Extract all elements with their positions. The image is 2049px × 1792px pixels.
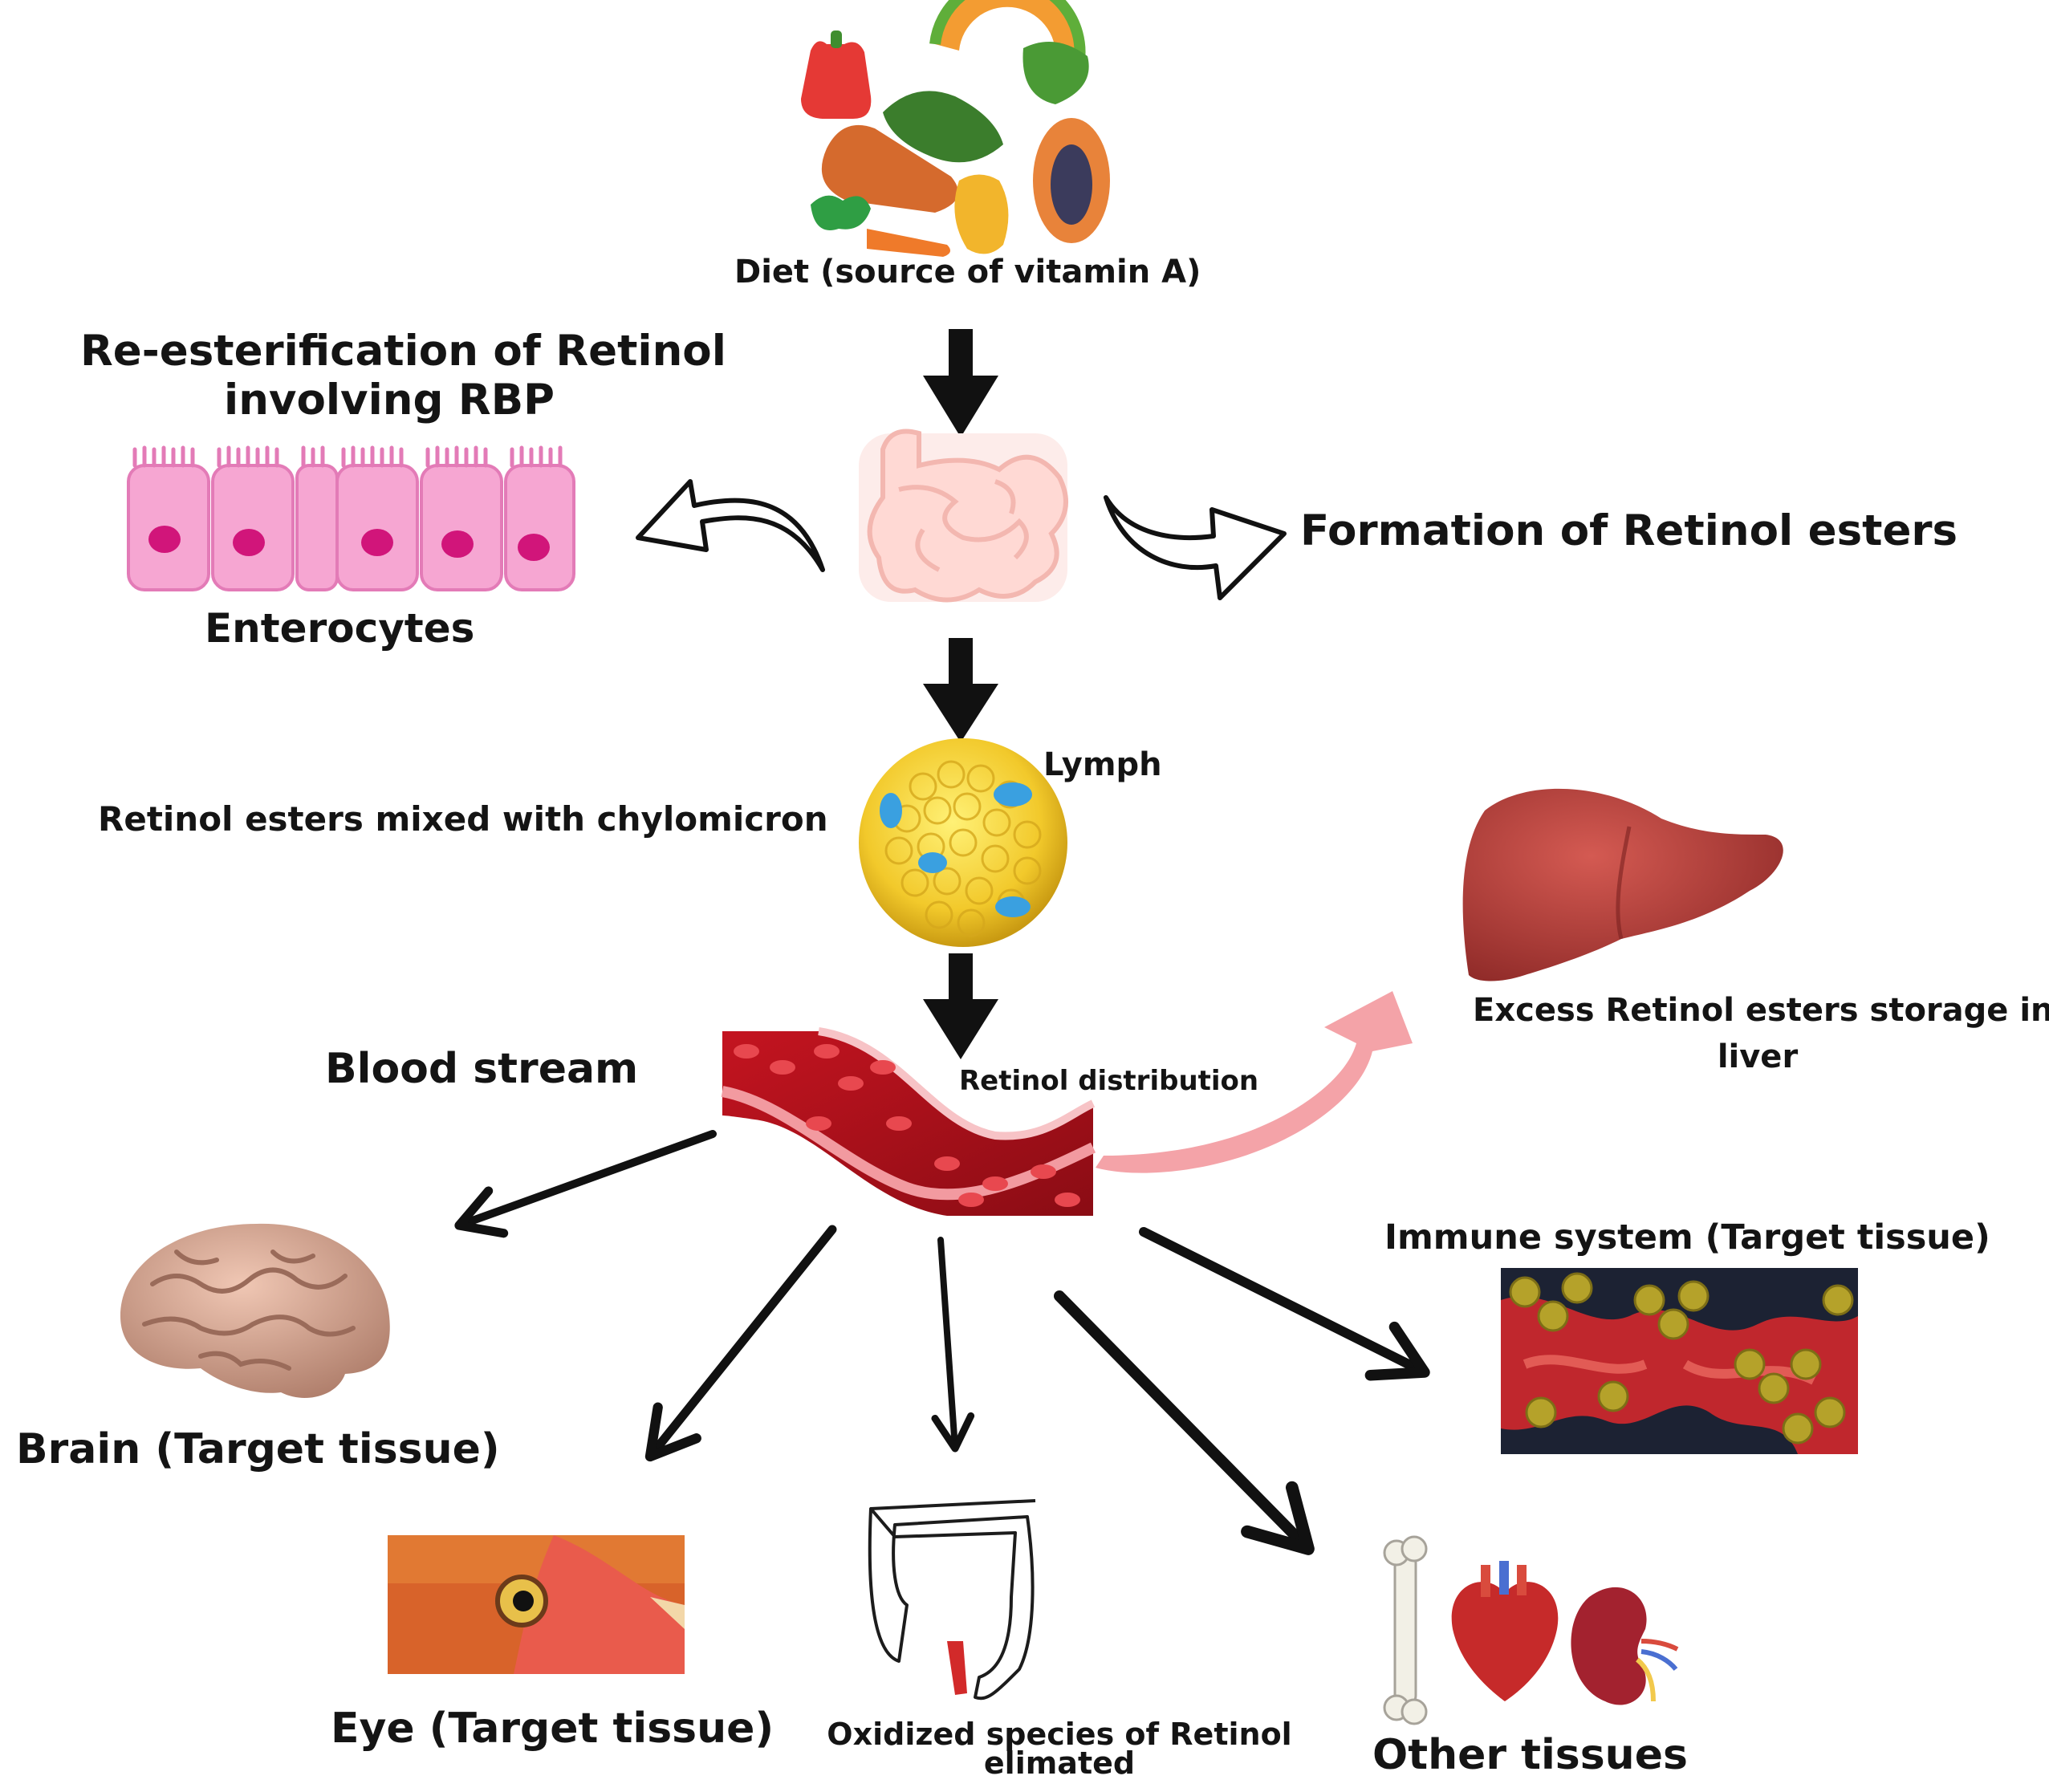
- distribution-arrows: [454, 1130, 1430, 1555]
- diet-label: Diet (source of vitamin A): [734, 254, 1201, 291]
- arrow-to-immune: [1139, 1227, 1430, 1381]
- immune-cells-icon: [1501, 1268, 1858, 1454]
- arrow-diet-to-intestine: [923, 329, 998, 437]
- chylomicron-label: Retinol esters mixed with chylomicron: [98, 799, 828, 839]
- brain-icon: [120, 1223, 390, 1398]
- eye-label: Eye (Target tissue): [331, 1705, 774, 1753]
- kidney-icon: [1571, 1587, 1679, 1705]
- heart-icon: [1451, 1561, 1559, 1701]
- enterocytes-label: Enterocytes: [205, 605, 475, 652]
- oxidized-line2: elimated: [983, 1745, 1136, 1782]
- arrow-to-brain: [454, 1130, 717, 1238]
- eye-icon: [388, 1535, 685, 1674]
- arrow-to-colon: [931, 1237, 975, 1453]
- arrow-blood-to-liver: [1096, 991, 1413, 1173]
- blood-stream-label: Blood stream: [325, 1045, 639, 1093]
- liver-icon: [1462, 788, 1783, 981]
- blood-vessel-icon: [721, 1027, 1096, 1216]
- liver-line1: Excess Retinol esters storage in: [1473, 992, 2049, 1029]
- immune-label: Immune system (Target tissue): [1384, 1217, 1990, 1258]
- vegetables-icon: [801, 0, 1110, 257]
- reesterification-line1: Re-esterification of Retinol: [80, 327, 726, 376]
- liver-label: Excess Retinol esters storage in liver: [1473, 987, 2049, 1080]
- arrow-to-other-tissues: [1054, 1290, 1315, 1555]
- chylomicron-icon: [859, 738, 1067, 947]
- retinol-distribution-label: Retinol distribution: [959, 1065, 1259, 1097]
- formation-label: Formation of Retinol esters: [1300, 506, 1958, 555]
- enterocytes-icon: [127, 445, 575, 591]
- oxidized-label: Oxidized species of Retinol elimated: [803, 1717, 1316, 1782]
- arrow-intestine-to-lymph: [923, 638, 998, 742]
- colon-icon: [868, 1499, 1036, 1701]
- bone-icon: [1383, 1535, 1428, 1725]
- other-tissues-label: Other tissues: [1372, 1731, 1688, 1779]
- liver-line2: liver: [1717, 1038, 1799, 1075]
- arrow-to-eye: [644, 1225, 837, 1462]
- oxidized-line1: Oxidized species of Retinol: [827, 1717, 1292, 1752]
- arrow-intestine-to-formation: [1104, 495, 1287, 600]
- intestine-icon: [859, 429, 1068, 603]
- arrow-intestine-to-enterocytes: [636, 479, 825, 572]
- arrow-lymph-to-blood: [923, 953, 998, 1059]
- brain-label: Brain (Target tissue): [16, 1425, 500, 1473]
- reesterification-line2: involving RBP: [224, 375, 555, 425]
- lymph-label: Lymph: [1043, 746, 1162, 783]
- reesterification-label: Re-esterification of Retinol involving R…: [80, 327, 726, 425]
